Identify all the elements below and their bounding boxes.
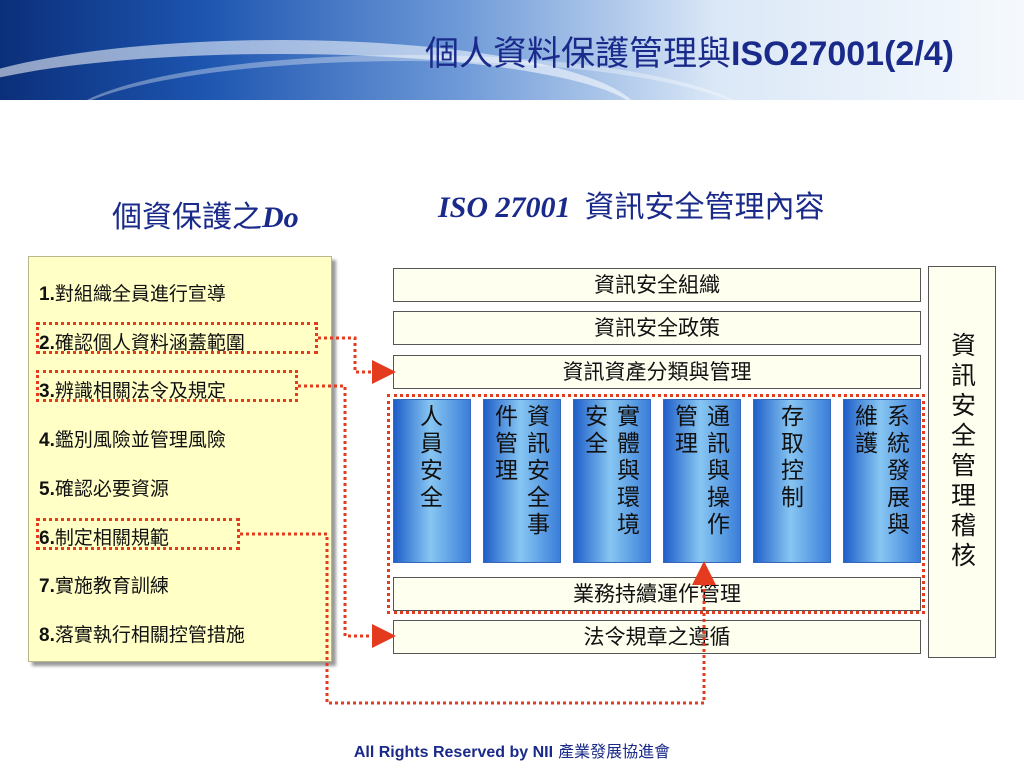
iso-bar-asset: 資訊資產分類與管理 bbox=[393, 355, 921, 389]
column-text: 安全 bbox=[420, 458, 443, 511]
do-item-text: 確認個人資料涵蓋範圍 bbox=[54, 332, 245, 354]
iso-column-development: 系統發展與 維護 bbox=[843, 399, 921, 563]
column-text: 實體與環境 bbox=[617, 404, 640, 538]
arrow-item3-to-compliance bbox=[298, 384, 396, 648]
iso-heading-latin: ISO 27001 bbox=[438, 191, 571, 224]
footer-copyright: All Rights Reserved by NII 產業發展協進會 bbox=[0, 738, 1024, 762]
do-list-item: 1.對組織全員進行宣導 bbox=[39, 279, 226, 306]
column-text: 通訊與操作 bbox=[707, 404, 730, 538]
column-text: 維護 bbox=[855, 404, 878, 457]
do-item-number: 8. bbox=[39, 625, 55, 646]
column-text: 存取控制 bbox=[781, 404, 804, 511]
do-item-number: 2. bbox=[39, 333, 55, 354]
do-item-number: 3. bbox=[39, 381, 55, 402]
do-item-text: 鑑別風險並管理風險 bbox=[54, 429, 226, 451]
column-text: 安全 bbox=[585, 404, 608, 457]
header-banner: 個人資料保護管理與ISO27001(2/4) bbox=[0, 0, 1024, 100]
iso-bar-compliance: 法令規章之遵循 bbox=[393, 620, 921, 654]
slide-title: 個人資料保護管理與ISO27001(2/4) bbox=[425, 26, 954, 75]
do-item-number: 6. bbox=[39, 528, 55, 549]
header-swoosh bbox=[60, 55, 760, 100]
do-list-item: 4.鑑別風險並管理風險 bbox=[39, 425, 226, 452]
highlight-box-iso-area bbox=[387, 394, 925, 614]
do-heading: 個資保護之Do bbox=[112, 192, 299, 236]
iso-heading: ISO 27001 資訊安全管理內容 bbox=[438, 182, 825, 226]
iso-column-personnel: 人員 安全 bbox=[393, 399, 471, 563]
do-item-number: 4. bbox=[39, 430, 55, 451]
do-heading-latin: Do bbox=[262, 201, 299, 234]
arrow-item6-to-controls bbox=[240, 532, 716, 705]
column-text: 件管理 bbox=[495, 404, 518, 484]
iso-bar-org: 資訊安全組織 bbox=[393, 268, 921, 302]
do-item-text: 辨識相關法令及規定 bbox=[54, 380, 226, 402]
do-item-number: 7. bbox=[39, 576, 55, 597]
slide-title-cjk: 個人資料保護管理與 bbox=[424, 34, 731, 74]
do-item-number: 1. bbox=[39, 284, 55, 305]
iso-column-incident: 資訊安全事 件管理 bbox=[483, 399, 561, 563]
iso-column-operations: 通訊與操作 管理 bbox=[663, 399, 741, 563]
highlight-box-item-2 bbox=[36, 322, 318, 354]
do-list-item: 6.制定相關規範 bbox=[39, 523, 169, 550]
slide-title-latin: ISO27001(2/4) bbox=[730, 35, 954, 73]
column-text: 資訊安全事 bbox=[527, 404, 550, 538]
column-text: 系統發展與 bbox=[887, 404, 910, 538]
audit-text: 資訊安全管理稽核 bbox=[951, 331, 977, 570]
highlight-box-item-6 bbox=[36, 518, 240, 550]
do-item-number: 5. bbox=[39, 479, 55, 500]
do-item-text: 對組織全員進行宣導 bbox=[54, 283, 226, 305]
do-item-text: 落實執行相關控管措施 bbox=[54, 624, 245, 646]
do-list-item: 8.落實執行相關控管措施 bbox=[39, 620, 245, 647]
highlight-box-item-3 bbox=[36, 370, 298, 402]
iso-bar-policy: 資訊安全政策 bbox=[393, 311, 921, 345]
do-list-item: 7.實施教育訓練 bbox=[39, 571, 169, 598]
footer-latin: All Rights Reserved by NII bbox=[353, 744, 554, 761]
do-list-item: 2.確認個人資料涵蓋範圍 bbox=[39, 328, 245, 355]
iso-bar-bcm: 業務持續運作管理 bbox=[393, 577, 921, 611]
iso-heading-cjk: 資訊安全管理內容 bbox=[584, 190, 825, 225]
do-item-text: 制定相關規範 bbox=[54, 527, 169, 549]
iso-column-physical: 實體與環境 安全 bbox=[573, 399, 651, 563]
column-text: 管理 bbox=[675, 404, 698, 457]
iso-column-access: 存取控制 bbox=[753, 399, 831, 563]
iso-audit-box: 資訊安全管理稽核 bbox=[928, 266, 996, 658]
column-text: 人員 bbox=[420, 404, 443, 457]
footer-cjk: 產業發展協進會 bbox=[558, 742, 671, 761]
do-list-item: 5.確認必要資源 bbox=[39, 474, 169, 501]
do-list-item: 3.辨識相關法令及規定 bbox=[39, 376, 226, 403]
do-heading-cjk: 個資保護之 bbox=[112, 200, 262, 235]
do-item-text: 確認必要資源 bbox=[54, 478, 169, 500]
arrow-item2-to-asset bbox=[318, 336, 396, 384]
do-item-text: 實施教育訓練 bbox=[54, 575, 169, 597]
